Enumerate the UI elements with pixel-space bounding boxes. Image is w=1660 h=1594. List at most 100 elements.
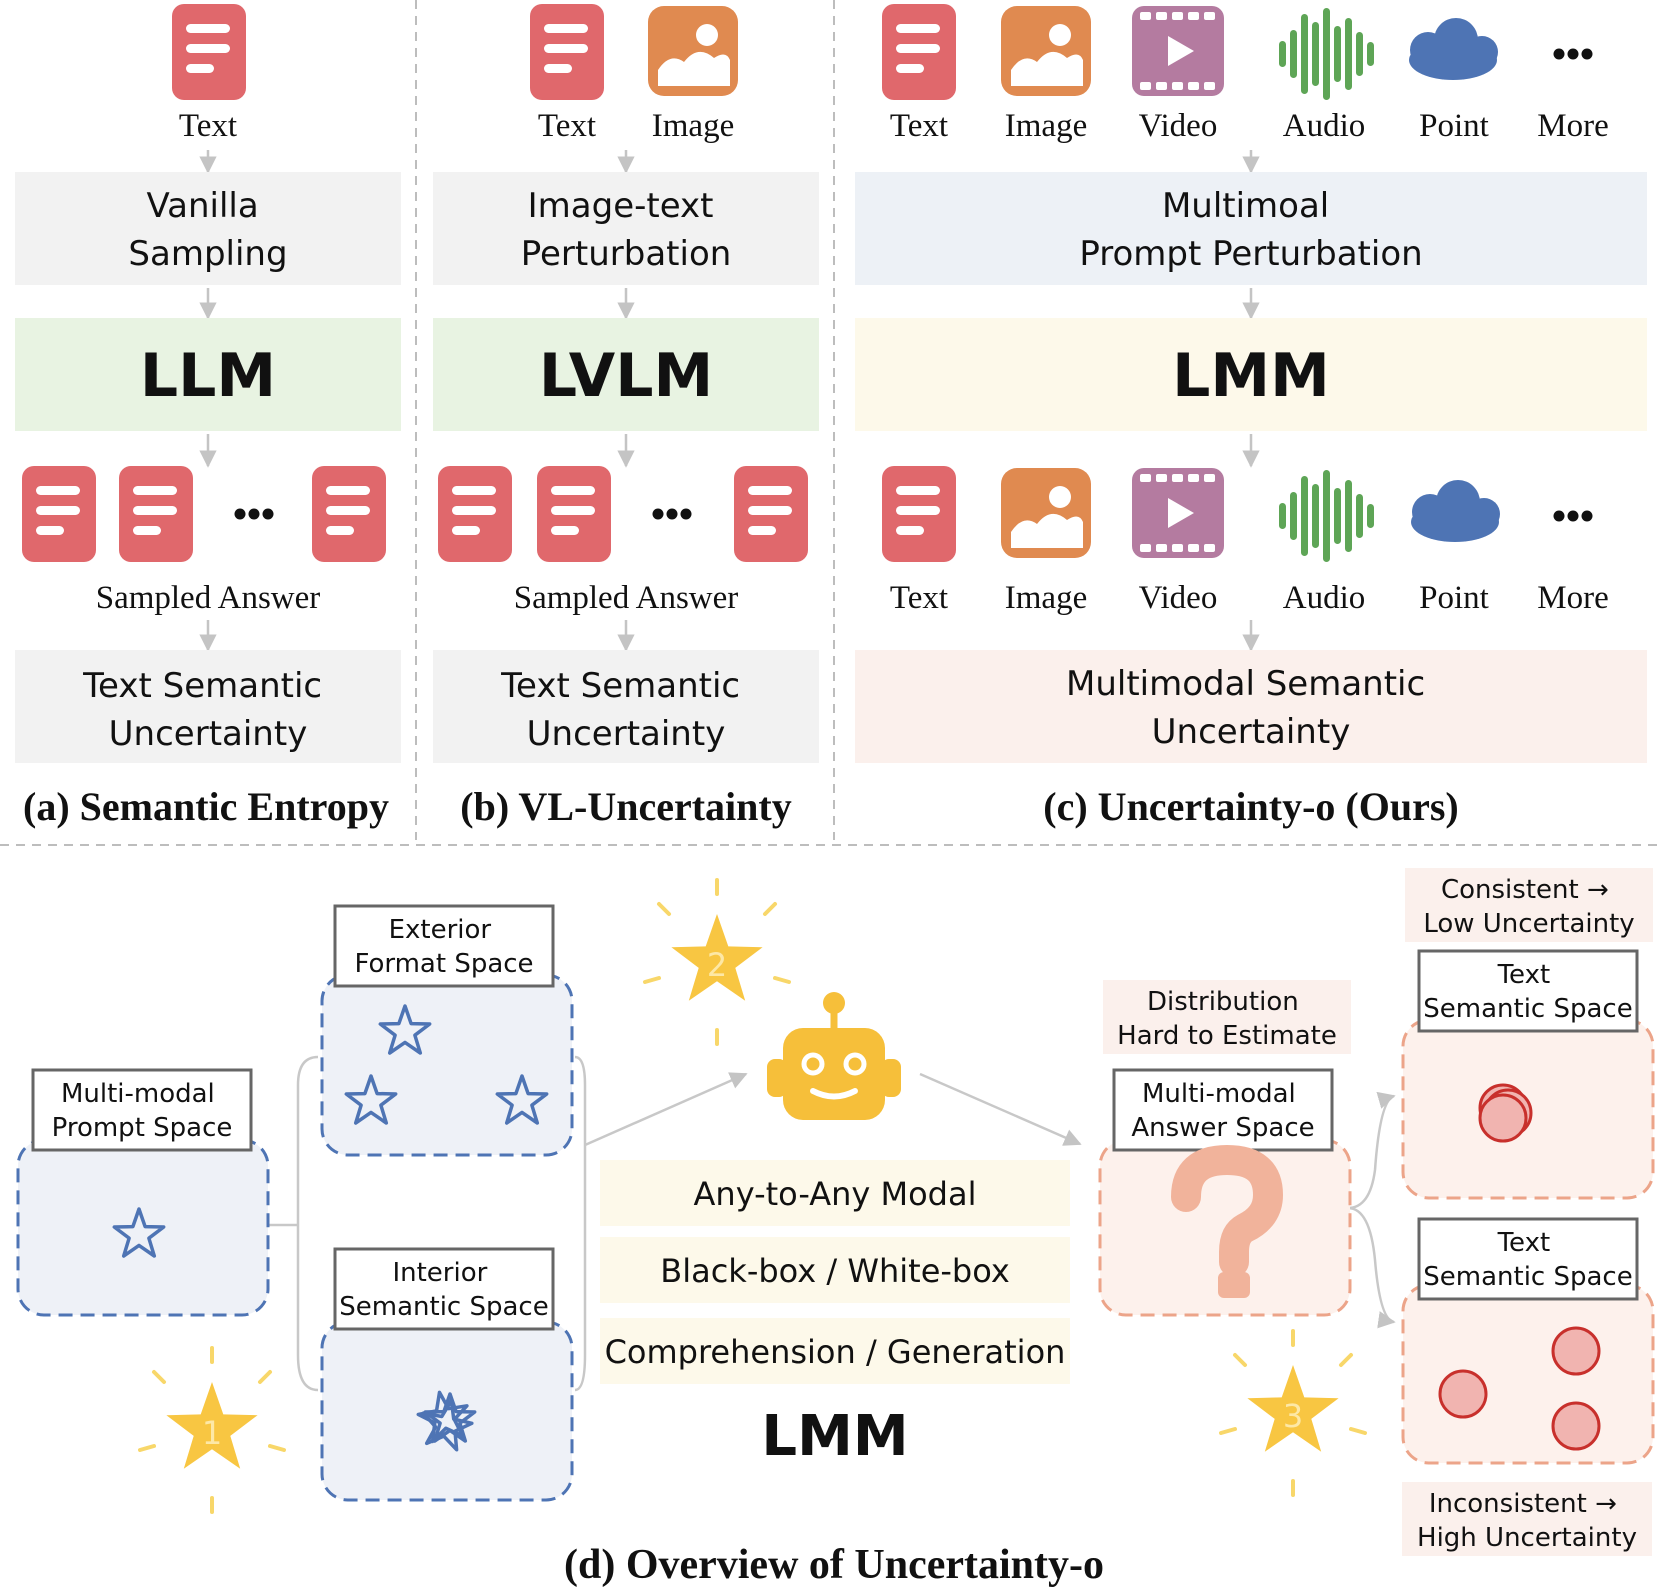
input-label-image: Image [652,108,734,144]
perturbation-box [433,172,819,285]
input-label-text: Text [179,108,237,144]
answer-dots-scattered [1438,1326,1601,1451]
ellipsis-icon [652,508,692,520]
answer-dot-cluster [1478,1083,1533,1143]
output-label-text: Text [890,580,948,616]
document-icon [119,466,193,562]
document-icon [882,466,956,562]
star-icon [495,1074,549,1125]
image-icon [648,6,738,96]
input-label-audio: Audio [1283,108,1366,144]
model-label: LLM [140,341,276,411]
connectors [268,1055,1396,1392]
inconsistent-note: Inconsistent → High Uncertainty [1417,1489,1637,1553]
perturbation-label: Multimoal Prompt Perturbation [1079,186,1422,274]
question-mark-icon [1171,1144,1284,1298]
star-icon [344,1074,398,1125]
ellipsis-icon [1553,48,1593,60]
ellipsis-icon [234,508,274,520]
feature-box [600,1160,1070,1226]
sampling-box [15,172,401,285]
document-icon [172,4,246,100]
panel-c: Text Image Video Audio Point More Multim… [855,4,1647,829]
text-space-top-label-box [1417,949,1639,1033]
input-label-point: Point [1419,108,1489,144]
star-icon [1247,1365,1339,1452]
uncertainty-box [855,650,1647,763]
text-space-bottom-region [1401,1283,1655,1465]
document-icon [882,4,956,100]
sampling-label: Vanilla Sampling [128,186,287,274]
point-cloud-icon [1411,480,1500,542]
prompt-space-label: Multi-modal Prompt Space [52,1079,233,1143]
image-icon [1001,468,1091,558]
text-space-bottom-label-box [1417,1217,1639,1301]
prompt-space-label-box [31,1068,253,1152]
step-number: 1 [202,1414,222,1452]
input-label-text: Text [890,108,948,144]
caption-b: (b) VL-Uncertainty [460,784,791,829]
input-label-more: More [1537,108,1608,144]
text-space-top-label: Text Semantic Space [1423,960,1632,1024]
feature-box [600,1318,1070,1384]
exterior-space-label: Exterior Format Space [354,915,533,979]
uncertainty-label: Multimodal Semantic Uncertainty [1066,664,1436,752]
robot-icon [767,992,901,1120]
audio-wave-icon [1279,8,1374,100]
caption-d: (d) Overview of Uncertainty-o [564,1542,1104,1588]
uncertainty-box [433,650,819,763]
uncertainty-label: Text Semantic Uncertainty [500,666,751,754]
feature-box-access: Black-box / White-box [660,1252,1010,1290]
model-box [433,318,819,431]
step-number: 3 [1283,1397,1303,1435]
model-label: LVLM [539,341,713,411]
step-badge-2: 2 [643,878,791,1046]
answer-space-label: Multi-modal Answer Space [1131,1079,1314,1143]
consistent-note-box [1405,868,1653,942]
text-space-bottom-label: Text Semantic Space [1423,1228,1632,1292]
interior-space-label: Interior Semantic Space [339,1258,548,1322]
model-box [15,318,401,431]
output-label-audio: Audio [1283,580,1366,616]
caption-a: (a) Semantic Entropy [23,784,389,829]
video-icon [1132,6,1224,96]
exterior-space-label-box [333,904,555,988]
inconsistent-note-box [1402,1482,1652,1556]
input-label-image: Image [1005,108,1087,144]
input-label-text: Text [538,108,596,144]
prompt-space-region [16,1138,270,1317]
star-icon [416,1390,469,1444]
ellipsis-icon [1553,510,1593,522]
star-icon [671,914,763,1001]
star-icon [421,1398,474,1452]
document-icon [22,466,96,562]
panel-a: Text Vanilla Sampling LLM [15,4,401,829]
model-box [855,318,1647,431]
point-cloud-icon [1409,18,1498,80]
perturbation-box [855,172,1647,285]
audio-wave-icon [1279,470,1374,562]
star-icon [112,1207,166,1258]
star-icon [378,1004,432,1055]
image-icon [1001,6,1091,96]
document-icon [537,466,611,562]
model-label: LMM [1172,341,1330,411]
model-label: LMM [761,1404,908,1469]
distribution-note-box [1103,980,1351,1054]
output-label-video: Video [1139,580,1218,616]
uncertainty-box [15,650,401,763]
feature-box [600,1237,1070,1303]
consistent-note: Consistent → Low Uncertainty [1423,875,1634,939]
step-badge-3: 3 [1219,1329,1367,1497]
exterior-space-region [320,973,574,1157]
feature-task: Comprehension / Generation [605,1333,1066,1371]
panel-b: Text Image Image-text Perturbation LVLM [433,4,819,829]
sampled-answer-label: Sampled Answer [514,580,739,616]
perturbation-label: Image-text Perturbation [521,186,732,274]
video-icon [1132,468,1224,558]
step-number: 2 [707,946,727,984]
panel-d: Multi-modal Prompt Space Exterior Format… [16,868,1655,1588]
document-icon [438,466,512,562]
